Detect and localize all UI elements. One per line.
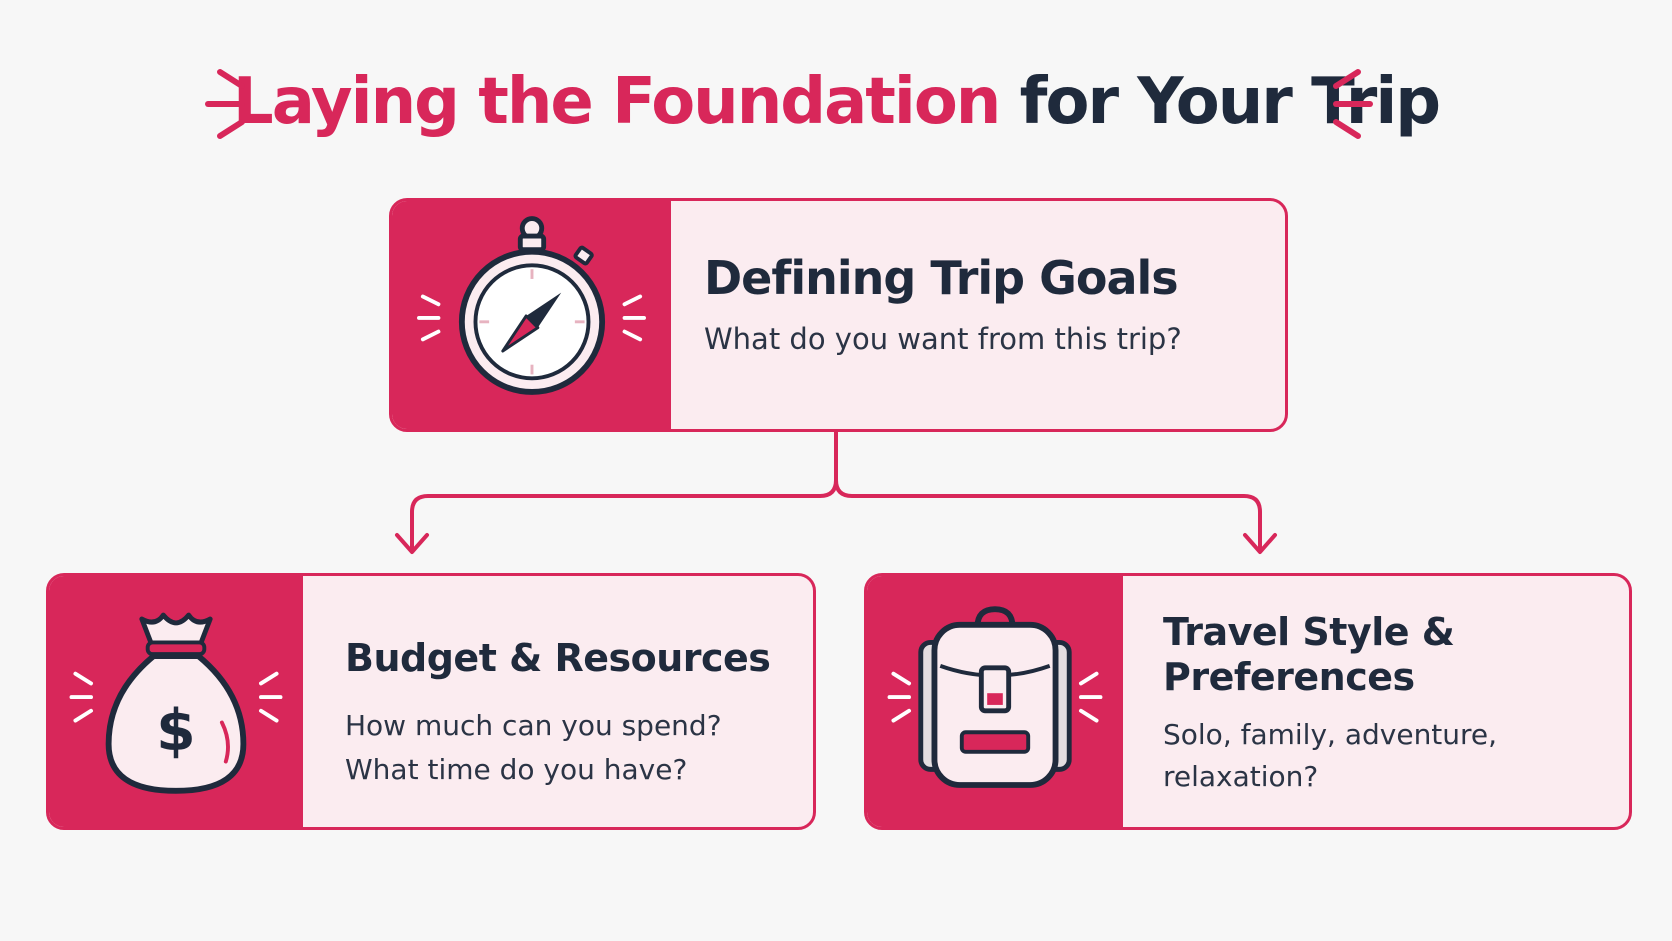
goals-heading: Defining Trip Goals	[704, 251, 1179, 305]
style-line-2: relaxation?	[1163, 760, 1319, 793]
style-icon-panel	[867, 576, 1123, 827]
goals-subtext: What do you want from this trip?	[704, 322, 1182, 356]
style-heading-line-2: Preferences	[1163, 655, 1415, 699]
title-accent: Laying the Foundation	[232, 65, 1001, 139]
money-bag-icon: $	[69, 612, 283, 794]
right-burst-icon	[1333, 69, 1373, 139]
goals-icon-panel	[392, 201, 671, 429]
style-heading-line-1: Travel Style &	[1163, 610, 1455, 654]
backpack-icon	[887, 606, 1103, 788]
budget-card: $ Budget & Resources How much can you sp…	[46, 573, 816, 830]
goals-card: Defining Trip Goals What do you want fro…	[389, 198, 1288, 432]
compass-stopwatch-icon	[417, 216, 646, 395]
style-line-1: Solo, family, adventure,	[1163, 718, 1498, 751]
budget-line-1: How much can you spend?	[345, 709, 722, 742]
budget-icon-panel: $	[49, 576, 303, 827]
budget-heading: Budget & Resources	[345, 636, 771, 680]
budget-line-2: What time do you have?	[345, 753, 688, 786]
left-burst-icon	[205, 69, 245, 139]
svg-text:$: $	[156, 698, 195, 764]
style-card: Travel Style & Preferences Solo, family,…	[864, 573, 1632, 830]
